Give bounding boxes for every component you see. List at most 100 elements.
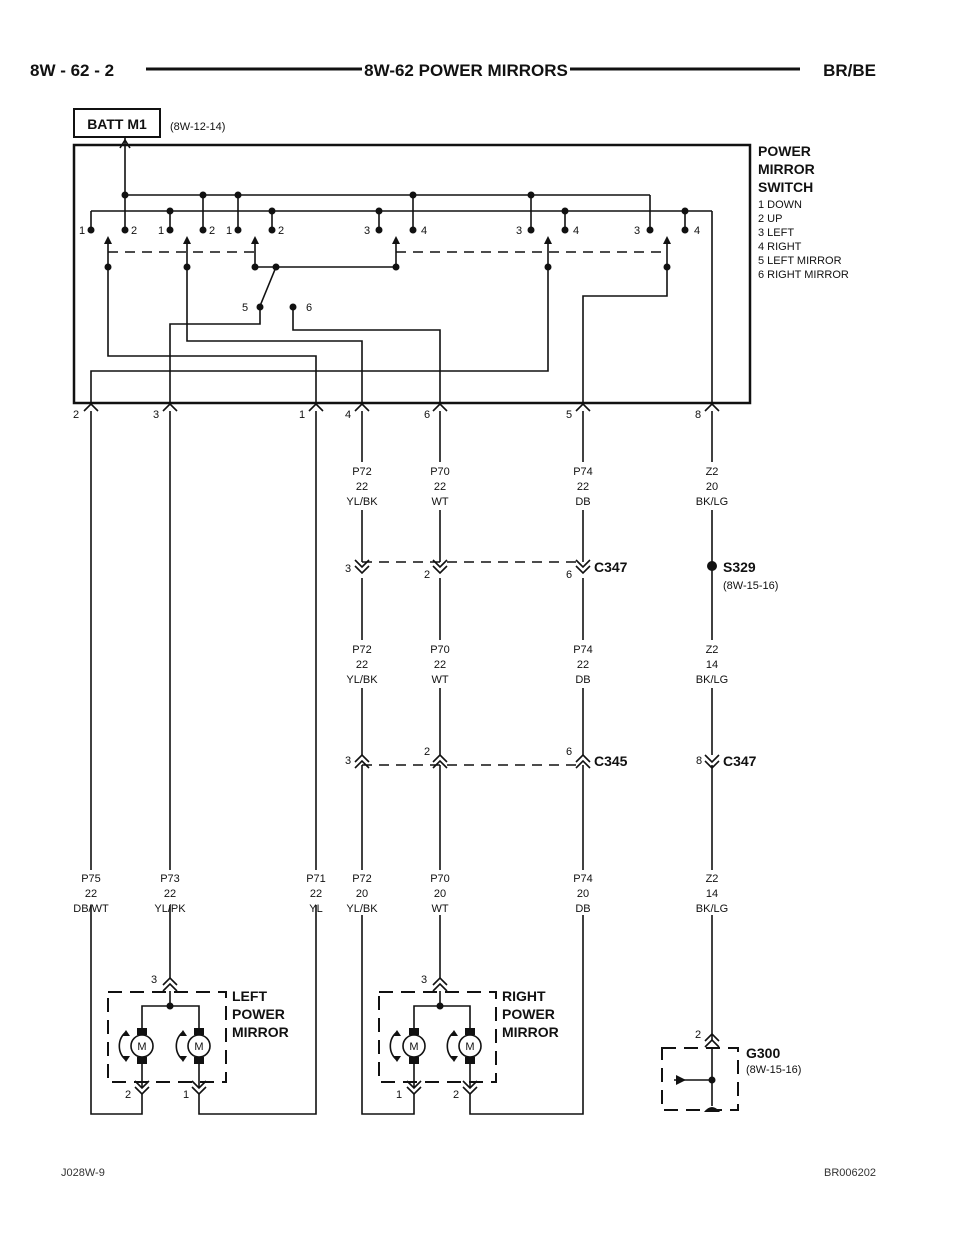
svg-text:3: 3 [516, 225, 522, 237]
switch-legend-2: 2 UP [758, 213, 782, 225]
svg-text:6: 6 [424, 409, 430, 421]
right-power-mirror: 3 M M 1 2 RIGHT POWER MIRROR [378, 974, 559, 1101]
svg-text:P70: P70 [430, 466, 450, 478]
switch-contacts [87, 226, 689, 234]
svg-text:Z2: Z2 [706, 873, 719, 885]
svg-text:YL/PK: YL/PK [154, 903, 186, 915]
svg-text:4: 4 [345, 409, 351, 421]
svg-text:Z2: Z2 [706, 466, 719, 478]
svg-text:20: 20 [577, 888, 589, 900]
switch-internal-wiring [90, 267, 668, 403]
svg-text:2: 2 [73, 409, 79, 421]
svg-text:DB: DB [575, 674, 590, 686]
svg-text:P74: P74 [573, 466, 593, 478]
power-mirror-switch-box [72, 143, 752, 405]
svg-text:P72: P72 [352, 466, 372, 478]
svg-text:20: 20 [434, 888, 446, 900]
left-mirror-name-1: LEFT [232, 988, 267, 1004]
svg-text:1: 1 [396, 1089, 402, 1101]
svg-text:P74: P74 [573, 873, 593, 885]
svg-text:DB: DB [575, 496, 590, 508]
switch-wipers [104, 236, 671, 271]
svg-text:22: 22 [356, 659, 368, 671]
svg-text:P71: P71 [306, 873, 326, 885]
svg-text:(8W-15-16): (8W-15-16) [746, 1064, 801, 1076]
svg-text:DB/WT: DB/WT [73, 903, 109, 915]
svg-text:1: 1 [299, 409, 305, 421]
svg-text:M: M [465, 1041, 474, 1053]
svg-text:2: 2 [424, 569, 430, 581]
svg-text:6: 6 [566, 569, 572, 581]
svg-text:2: 2 [125, 1089, 131, 1101]
switch-name-2: MIRROR [758, 161, 815, 177]
switch-name-3: SWITCH [758, 179, 813, 195]
batt-label: BATT M1 [87, 116, 147, 132]
right-mirror-name-2: POWER [502, 1006, 555, 1022]
svg-text:M: M [137, 1041, 146, 1053]
svg-text:22: 22 [85, 888, 97, 900]
svg-text:P70: P70 [430, 873, 450, 885]
svg-text:3: 3 [421, 974, 427, 986]
batt-box [73, 108, 161, 138]
svg-text:YL/BK: YL/BK [346, 903, 378, 915]
battery-feed-wiring [119, 137, 651, 230]
svg-text:20: 20 [706, 481, 718, 493]
svg-text:4: 4 [694, 225, 700, 237]
left-mirror-name-3: MIRROR [232, 1024, 289, 1040]
svg-text:22: 22 [310, 888, 322, 900]
switch-name-1: POWER [758, 143, 811, 159]
svg-text:3: 3 [151, 974, 157, 986]
svg-text:YL: YL [309, 903, 322, 915]
switch-legend-5: 5 LEFT MIRROR [758, 255, 842, 267]
wire-labels-middle: P72 22 YL/BK P70 22 WT P74 22 DB Z2 14 B… [346, 644, 728, 686]
svg-text:3: 3 [345, 563, 351, 575]
svg-text:14: 14 [706, 659, 718, 671]
svg-text:P72: P72 [352, 873, 372, 885]
splice-s329: S329 (8W-15-16) [707, 559, 778, 592]
svg-text:P73: P73 [160, 873, 180, 885]
switch-contact-numbers: 1 2 1 2 1 2 3 4 3 4 3 4 [79, 225, 700, 237]
svg-text:1: 1 [158, 225, 164, 237]
svg-text:C347: C347 [723, 753, 757, 769]
selector-5: 5 [242, 302, 248, 314]
page-number: 8W - 62 - 2 [30, 61, 114, 80]
svg-text:5: 5 [566, 409, 572, 421]
switch-legend-6: 6 RIGHT MIRROR [758, 269, 849, 281]
svg-text:22: 22 [577, 481, 589, 493]
svg-text:6: 6 [566, 746, 572, 758]
svg-text:1: 1 [79, 225, 85, 237]
right-mirror-name-1: RIGHT [502, 988, 546, 1004]
svg-text:P70: P70 [430, 644, 450, 656]
c347-top-label: C347 [594, 559, 628, 575]
svg-text:22: 22 [164, 888, 176, 900]
svg-text:22: 22 [434, 659, 446, 671]
ground-g300: 2 G300 (8W-15-16) [661, 1029, 801, 1112]
svg-text:P74: P74 [573, 644, 593, 656]
connector-c347-top: 3 2 6 C347 [345, 559, 628, 581]
wire-labels-lower: P75 22 DB/WT P73 22 YL/PK P71 22 YL P72 … [73, 873, 728, 915]
svg-text:14: 14 [706, 888, 718, 900]
switch-legend-4: 4 RIGHT [758, 241, 802, 253]
svg-text:M: M [409, 1041, 418, 1053]
selector-6: 6 [306, 302, 312, 314]
svg-text:1: 1 [183, 1089, 189, 1101]
svg-text:8: 8 [696, 755, 702, 767]
svg-text:1: 1 [226, 225, 232, 237]
svg-text:YL/BK: YL/BK [346, 674, 378, 686]
svg-text:8: 8 [695, 409, 701, 421]
svg-text:2: 2 [209, 225, 215, 237]
svg-text:WT: WT [431, 903, 448, 915]
model-code: BR/BE [823, 61, 876, 80]
svg-text:3: 3 [634, 225, 640, 237]
svg-text:BK/LG: BK/LG [696, 496, 728, 508]
switch-legend-3: 3 LEFT [758, 227, 794, 239]
svg-text:20: 20 [356, 888, 368, 900]
external-wires [90, 411, 713, 1115]
svg-text:2: 2 [278, 225, 284, 237]
right-mirror-name-3: MIRROR [502, 1024, 559, 1040]
svg-text:3: 3 [153, 409, 159, 421]
svg-text:G300: G300 [746, 1045, 780, 1061]
switch-legend-1: 1 DOWN [758, 199, 802, 211]
footer-right: BR006202 [824, 1167, 876, 1179]
